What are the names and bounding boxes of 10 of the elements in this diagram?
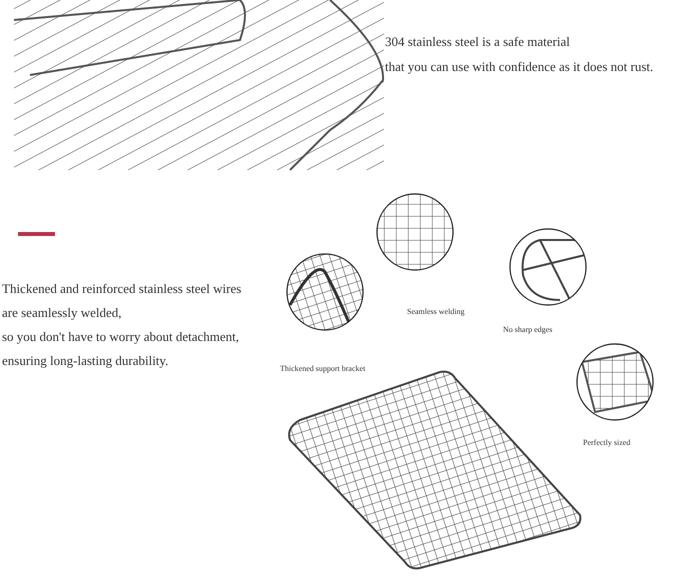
caption-text: Seamless welding xyxy=(407,307,465,316)
description-text: that you can use with confidence as it does not rust. xyxy=(385,59,654,75)
description-text: Thickened and reinforced stainless steel wires xyxy=(2,281,242,297)
caption-text: No sharp edges xyxy=(503,325,552,334)
description-text: are seamlessly welded, xyxy=(2,305,122,321)
description-text: 304 stainless steel is a safe material xyxy=(385,34,570,50)
description-text: ensuring long-lasting durability. xyxy=(2,353,168,369)
caption-text: Thickened support bracket xyxy=(280,364,366,373)
caption-text: Perfectly sized xyxy=(583,438,630,447)
description-text: so you don't have to worry about detachment, xyxy=(2,329,240,345)
